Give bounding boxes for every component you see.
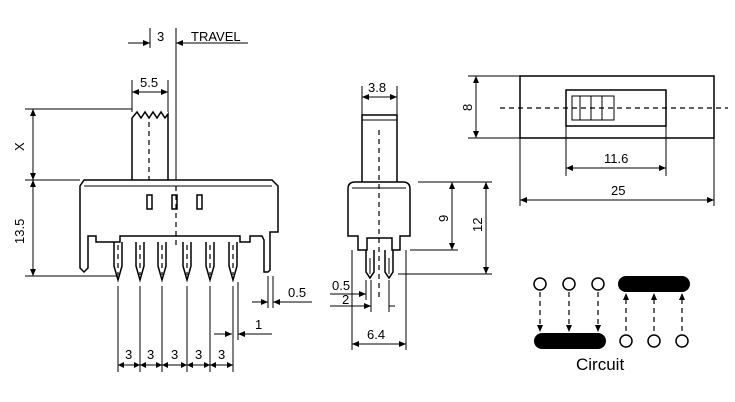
pin-pitch-2: 3 — [147, 347, 154, 362]
top-height-dimension: 8 — [460, 104, 475, 111]
side-height-9-dimension: 9 — [436, 215, 451, 222]
travel-value: 3 — [157, 29, 164, 44]
x-dimension-label: X — [12, 142, 27, 151]
pin-pitch-1: 3 — [125, 347, 132, 362]
pin-offset-dimension: 1 — [255, 317, 262, 332]
side-height-12-dimension: 12 — [470, 218, 485, 232]
side-pin-thickness-dimension: 0.5 — [332, 278, 350, 293]
circuit-label: Circuit — [576, 355, 624, 374]
side-pin-offset-dimension: 2 — [342, 292, 349, 307]
pin-pitch-3: 3 — [171, 347, 178, 362]
top-body-width-dimension: 25 — [611, 183, 625, 198]
side-base-width-dimension: 6.4 — [367, 327, 385, 342]
top-view: 8 11.6 25 — [460, 75, 728, 206]
pin-pitch-4: 3 — [195, 347, 202, 362]
travel-label: TRAVEL — [191, 29, 241, 44]
side-view: 3.8 9 12 0.5 2 — [330, 80, 492, 350]
top-slider-width-dimension: 11.6 — [604, 151, 628, 166]
pin-width-dimension: 0.5 — [288, 285, 306, 300]
pin-pitch-5: 3 — [218, 347, 225, 362]
body-height-dimension: 13.5 — [12, 219, 27, 244]
circuit-diagram: Circuit — [533, 276, 690, 374]
front-pins — [113, 242, 238, 283]
front-view: 3 TRAVEL 5.5 X 13.5 — [12, 28, 312, 372]
stem-width-dimension: 5.5 — [140, 75, 158, 90]
side-stem-width-dimension: 3.8 — [368, 80, 386, 95]
